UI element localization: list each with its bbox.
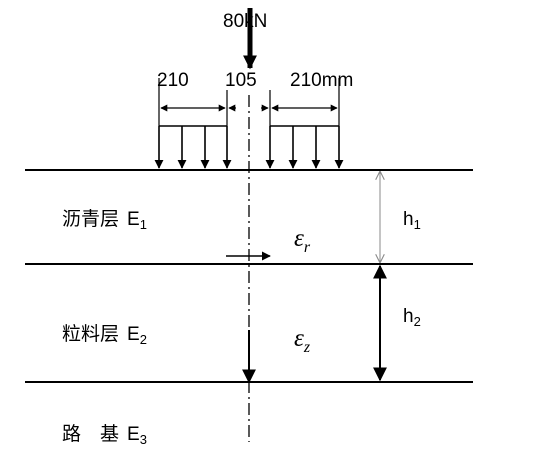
- dim-center-label: 105: [225, 70, 257, 91]
- load-label: 80kN: [223, 11, 267, 32]
- thickness-h2-label: h2: [403, 306, 421, 329]
- dimension-extension-lines: [158, 78, 340, 126]
- dim-left-label: 210: [157, 70, 189, 91]
- horizontal-strain-label: εr: [294, 225, 311, 256]
- distributed-load-arrows-right: [265, 126, 344, 169]
- distributed-load-arrows-left: [154, 126, 232, 169]
- vertical-strain-label: εz: [294, 325, 311, 356]
- thickness-h1-label: h1: [403, 209, 421, 232]
- dim-right-label: 210mm: [290, 70, 353, 91]
